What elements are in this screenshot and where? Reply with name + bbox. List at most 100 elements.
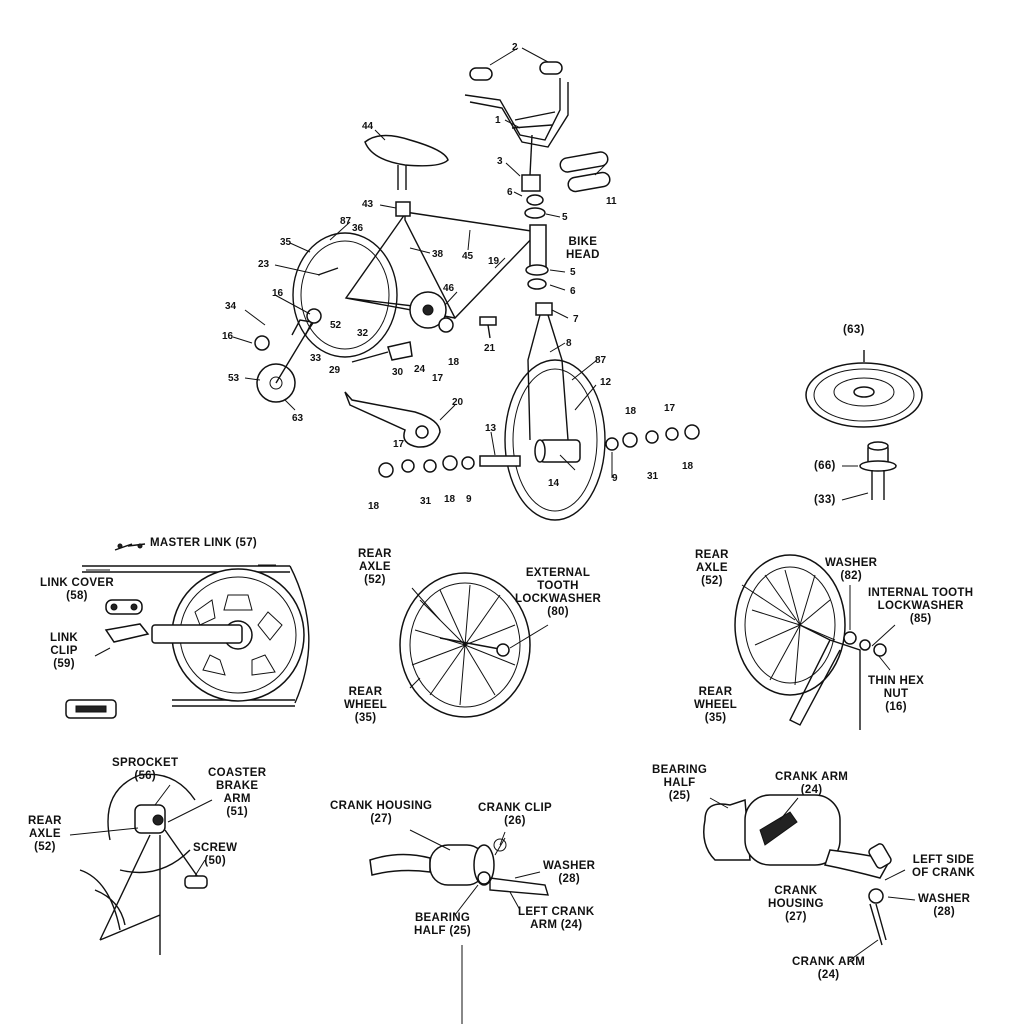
callout-46: 46 bbox=[443, 283, 455, 294]
callout-6: 6 bbox=[507, 187, 513, 198]
front-axle bbox=[479, 455, 521, 467]
handlebar bbox=[464, 78, 561, 141]
chain-inset bbox=[65, 543, 310, 719]
rear-wheel bbox=[292, 232, 398, 358]
callout-17: 17 bbox=[664, 403, 676, 414]
callout-8: 8 bbox=[566, 338, 572, 349]
leader-lines bbox=[232, 47, 613, 478]
label-link-clip: LINK CLIP (59) bbox=[50, 632, 79, 670]
callout-13: 13 bbox=[485, 423, 497, 434]
label-rear-wheel: REAR WHEEL (35) bbox=[694, 686, 738, 724]
label-coaster-brake-arm: COASTER BRAKE ARM (51) bbox=[208, 767, 267, 818]
label-crank-housing: CRANK HOUSING (27) bbox=[768, 885, 824, 923]
callout-1: 1 bbox=[495, 115, 501, 126]
head-tube bbox=[529, 224, 547, 268]
seat bbox=[364, 134, 449, 167]
callout-9: 9 bbox=[612, 473, 618, 484]
callout-18: 18 bbox=[444, 494, 456, 505]
label-bearing-half: BEARING HALF (25) bbox=[414, 912, 472, 937]
callout-34: 34 bbox=[225, 301, 237, 312]
label-master-link: MASTER LINK (57) bbox=[150, 537, 258, 549]
training-wheel-inset bbox=[805, 350, 923, 501]
label-link-cover: LINK COVER (58) bbox=[40, 577, 114, 602]
master-link-art bbox=[114, 543, 146, 551]
label-rear-wheel: REAR WHEEL (35) bbox=[344, 686, 388, 724]
callout-43: 43 bbox=[362, 199, 374, 210]
label-left-side-of-crank: LEFT SIDE OF CRANK bbox=[912, 854, 976, 879]
callout-18: 18 bbox=[682, 461, 694, 472]
callout-44: 44 bbox=[362, 121, 374, 132]
callout-23: 23 bbox=[258, 259, 270, 270]
callout-63: 63 bbox=[292, 413, 304, 424]
callout-12: 12 bbox=[600, 377, 612, 388]
main-bike-exploded-view bbox=[254, 61, 700, 521]
label-crank-clip: CRANK CLIP (26) bbox=[478, 802, 552, 827]
callout-14: 14 bbox=[548, 478, 560, 489]
callout-45: 45 bbox=[462, 251, 474, 262]
callout-18: 18 bbox=[368, 501, 380, 512]
label-bearing-half: BEARING HALF (25) bbox=[652, 764, 708, 802]
seat-clamp bbox=[395, 201, 411, 217]
callout-35: 35 bbox=[280, 237, 292, 248]
spare-grip bbox=[567, 171, 611, 193]
callout-33: 33 bbox=[310, 353, 322, 364]
stem bbox=[521, 174, 541, 192]
callout-87: 87 bbox=[340, 216, 352, 227]
label-crank-housing: CRANK HOUSING (27) bbox=[330, 800, 433, 825]
callout-24: 24 bbox=[414, 364, 426, 375]
callout-29: 29 bbox=[329, 365, 341, 376]
label-internal-lockwasher: INTERNAL TOOTH LOCKWASHER (85) bbox=[868, 587, 974, 625]
callout-30: 30 bbox=[392, 367, 404, 378]
pedal bbox=[387, 341, 413, 361]
label-crank-arm: CRANK ARM (24) bbox=[775, 771, 849, 796]
callout-6: 6 bbox=[570, 286, 576, 297]
callout-7: 7 bbox=[573, 314, 579, 325]
callout-53: 53 bbox=[228, 373, 240, 384]
front-fork bbox=[527, 314, 569, 441]
callout-16: 16 bbox=[272, 288, 284, 299]
callout-11: 11 bbox=[606, 196, 617, 207]
label-rear-axle: REAR AXLE (52) bbox=[28, 815, 62, 853]
label-washer: WASHER (28) bbox=[918, 893, 971, 918]
callout-31: 31 bbox=[420, 496, 432, 507]
front-wheel bbox=[504, 359, 606, 521]
callout-18: 18 bbox=[625, 406, 637, 417]
callout-5: 5 bbox=[562, 212, 568, 223]
label-sprocket: SPROCKET (56) bbox=[112, 757, 179, 782]
coaster-brake-inset bbox=[69, 773, 213, 955]
callout-87: 87 bbox=[595, 355, 607, 366]
label-washer: WASHER (28) bbox=[543, 860, 596, 885]
callout-20: 20 bbox=[452, 397, 464, 408]
callout-17: 17 bbox=[432, 373, 444, 384]
callout-19: 19 bbox=[488, 256, 500, 267]
label-bracket: (66) bbox=[814, 460, 836, 472]
wheel-arc bbox=[107, 773, 196, 841]
callout-52: 52 bbox=[330, 320, 342, 331]
callout-18: 18 bbox=[448, 357, 460, 368]
right-grip bbox=[539, 61, 563, 75]
left-grip bbox=[469, 67, 493, 81]
label-thin-hex-nut: THIN HEX NUT (16) bbox=[868, 675, 925, 713]
label-stay: (33) bbox=[814, 494, 836, 506]
label-washer: WASHER (82) bbox=[825, 557, 878, 582]
chain-top bbox=[82, 565, 290, 573]
rear-wheel-inset-b bbox=[734, 554, 896, 730]
callout-21: 21 bbox=[484, 343, 496, 354]
label-screw: SCREW (50) bbox=[193, 842, 238, 867]
crank-housing-inset-a bbox=[369, 829, 549, 1024]
callout-9: 9 bbox=[466, 494, 472, 505]
bike-head-label: BIKE HEAD bbox=[566, 236, 600, 261]
callout-3: 3 bbox=[497, 156, 503, 167]
spare-grip bbox=[559, 151, 609, 173]
label-left-crank-arm: LEFT CRANK ARM (24) bbox=[518, 906, 595, 931]
callout-17: 17 bbox=[393, 439, 405, 450]
callout-38: 38 bbox=[432, 249, 444, 260]
label-crank-arm: CRANK ARM (24) bbox=[792, 956, 866, 981]
callout-16: 16 bbox=[222, 331, 234, 342]
crank-housing-inset-b bbox=[703, 794, 916, 961]
callout-31: 31 bbox=[647, 471, 659, 482]
label-training-wheel: (63) bbox=[843, 324, 865, 336]
callout-2: 2 bbox=[512, 42, 518, 53]
